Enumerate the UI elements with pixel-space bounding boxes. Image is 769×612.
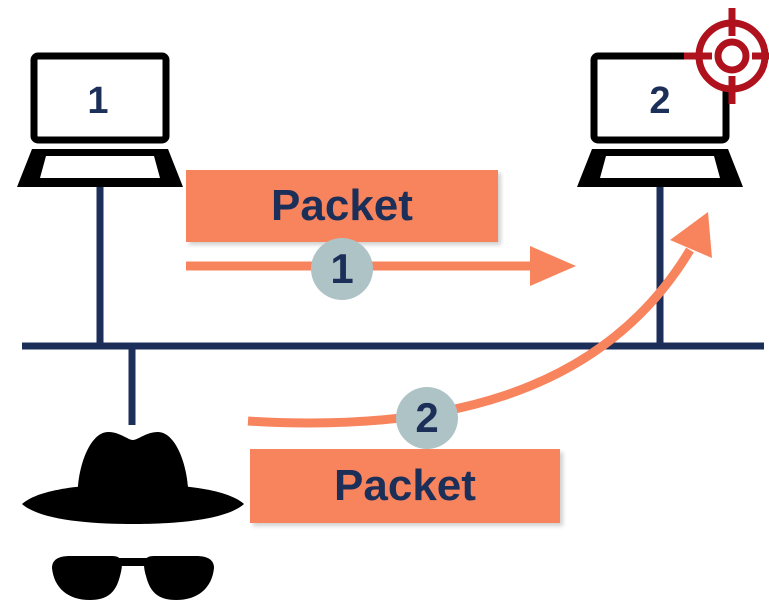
step-2-number: 2 (415, 394, 439, 441)
packet-2-box: Packet (250, 449, 560, 523)
packet-1-box: Packet (186, 170, 498, 242)
packet-1-arrow (186, 246, 576, 286)
laptop-2-label: 2 (649, 80, 671, 122)
target-crosshair-icon (684, 8, 769, 104)
laptop-icon (17, 52, 183, 187)
packet-1-label: Packet (271, 181, 413, 230)
packet-2-label: Packet (334, 461, 476, 510)
packet-2-arrow (247, 212, 712, 428)
step-1-number: 1 (330, 245, 354, 292)
laptop-icon (577, 52, 743, 187)
step-2-badge: 2 (396, 387, 458, 449)
laptop-1-label: 1 (87, 80, 109, 122)
attacker-spy-icon (22, 432, 244, 600)
step-1-badge: 1 (311, 238, 373, 300)
